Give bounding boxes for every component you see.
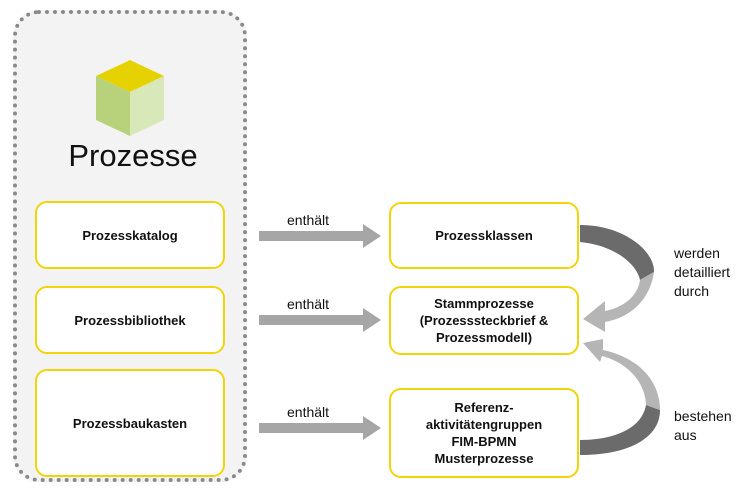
curve-arrow-top-light <box>583 272 654 332</box>
arrow-enthaelt-3 <box>259 416 381 440</box>
page-title: Prozesse <box>68 138 198 173</box>
box-stammprozesse: Stammprozesse (Prozesssteckbrief & Proze… <box>389 286 579 355</box>
label-enthaelt-2: enthält <box>287 296 330 312</box>
box-prozessbaukasten: Prozessbaukasten <box>35 369 225 477</box>
label-enthaelt-3: enthält <box>287 404 330 420</box>
label-werden-detailliert-durch: werden detailliert durch <box>674 245 731 299</box>
box-prozessklassen: Prozessklassen <box>389 202 579 269</box>
arrow-enthaelt-1 <box>259 224 381 248</box>
label-bestehen-aus: bestehen aus <box>674 408 732 443</box>
box-prozessbibliothek: Prozessbibliothek <box>35 286 225 354</box>
cube-icon <box>96 60 164 136</box>
box-prozesskatalog: Prozesskatalog <box>35 201 225 269</box>
box-referenzaktivitaeten: Referenz- aktivitätengruppen FIM-BPMN Mu… <box>389 388 579 478</box>
label-enthaelt-1: enthält <box>287 212 330 228</box>
curve-arrow-bottom-dark <box>580 405 660 455</box>
curve-arrow-top-dark <box>580 225 655 280</box>
arrow-enthaelt-2 <box>259 308 381 332</box>
curve-arrow-bottom-light <box>583 339 660 410</box>
